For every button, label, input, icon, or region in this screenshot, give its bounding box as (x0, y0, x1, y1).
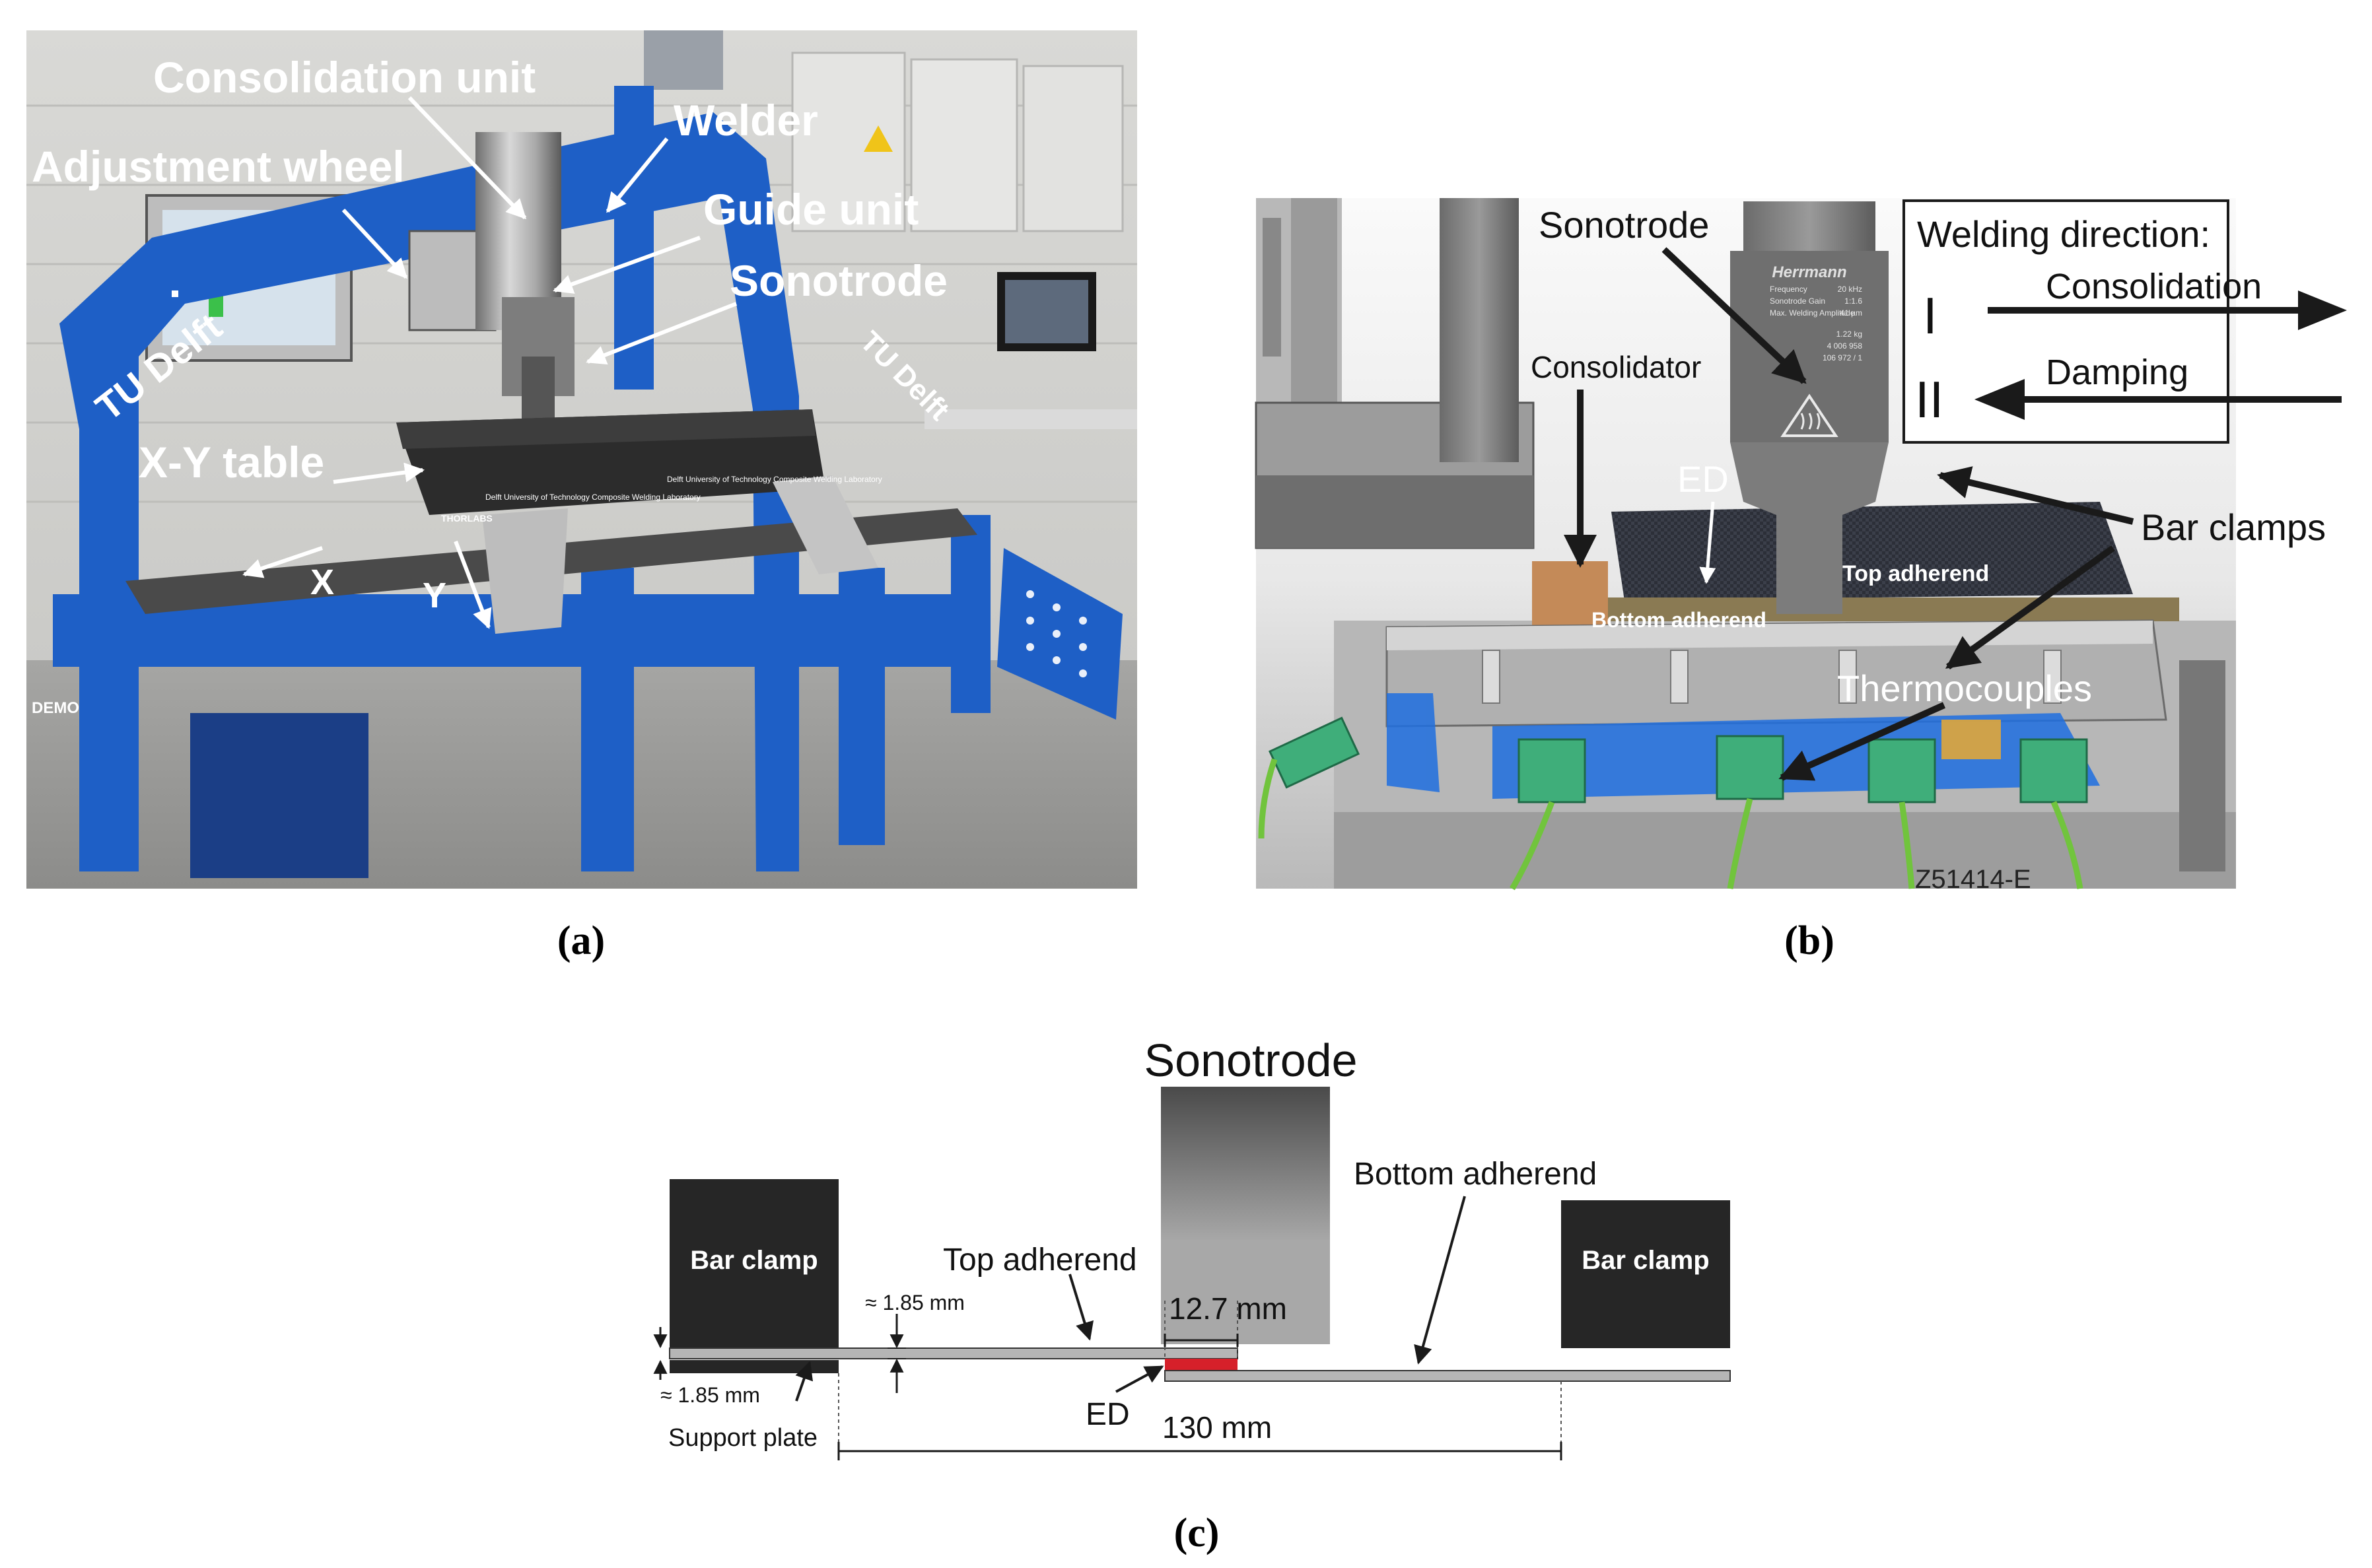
label-sonotrode-a: Sonotrode (730, 256, 948, 305)
plate-row-2-val: 1:1.6 (1844, 296, 1862, 306)
base-marking: Z51414-E (1915, 865, 2031, 894)
plate-row-5-val: 4 006 958 (1827, 341, 1863, 351)
label-thermocouples: Thermocouples (1837, 667, 2092, 709)
bar-clamp-right-block (1561, 1200, 1730, 1348)
label-top-adherend-b: Top adherend (1842, 561, 1989, 586)
label-sonotrode-width: 12.7 mm (1169, 1291, 1287, 1326)
hot-surface-icon (1780, 393, 1838, 437)
support-plate (670, 1360, 839, 1373)
label-guide-unit: Guide unit (703, 185, 919, 234)
panel-c-dimensions (653, 1196, 1562, 1460)
bar-clamp-left-block (670, 1179, 839, 1348)
label-x-axis: X (310, 562, 334, 602)
caption-b: (b) (1784, 918, 1834, 963)
label-consolidator: Consolidator (1531, 350, 1701, 384)
thermocouple-connectors (1268, 716, 2088, 803)
caption-a: (a) (557, 918, 605, 963)
label-ed-c: ED (1086, 1397, 1130, 1432)
plate-row-6-val: 106 972 / 1 (1823, 353, 1862, 362)
plate-row-4-val: 1.22 kg (1836, 329, 1862, 339)
energy-director (1165, 1359, 1238, 1371)
thorlabs-label: THORLABS (441, 513, 493, 524)
label-y-axis: Y (423, 576, 446, 615)
label-bottom-adherend-c: Bottom adherend (1354, 1157, 1597, 1192)
table-plate-text-2: Delft University of Technology Composite… (667, 475, 882, 484)
legend-row2-label: Damping (2046, 353, 2188, 392)
demo-badge: DEMO (32, 699, 79, 717)
label-xy-table: X-Y table (139, 438, 324, 487)
label-welder: Welder (674, 96, 818, 145)
label-consolidation-unit: Consolidation unit (153, 53, 536, 102)
label-thickness-top: ≈ 1.85 mm (865, 1291, 965, 1314)
welding-direction-legend: Welding direction: I Consolidation II Da… (1902, 199, 2347, 444)
legend-row2-numeral: II (1915, 370, 1943, 428)
sonotrode-brand: Herrmann (1772, 263, 1846, 281)
plate-row-3-key: Max. Welding Amplitude (1770, 308, 1855, 318)
label-span: 130 mm (1162, 1410, 1272, 1445)
plate-row-2-key: Sonotrode Gain (1770, 296, 1825, 306)
label-ed-b: ED (1677, 458, 1729, 500)
bottom-adherend-strip (1164, 1370, 1731, 1382)
label-bottom-adherend-b: Bottom adherend (1591, 608, 1766, 632)
legend-row1-numeral: I (1923, 287, 1937, 345)
sonotrode-block (1161, 1087, 1330, 1344)
panel-a-photo: TU Delft TU Delft Delft University of Te… (26, 30, 1137, 889)
ed-pointer-arrow (1699, 501, 1716, 584)
label-bar-clamp-left: Bar clamp (690, 1246, 818, 1275)
label-sonotrode-b: Sonotrode (1539, 204, 1709, 246)
top-adherend-strip (669, 1347, 1238, 1359)
legend-row1-label: Consolidation (2046, 267, 2262, 306)
panel-a-annotations (242, 96, 738, 629)
plate-row-1-val: 20 kHz (1838, 285, 1862, 294)
panel-b-annotations (1564, 247, 2134, 781)
label-bar-clamp-right: Bar clamp (1582, 1246, 1709, 1275)
label-thickness-bottom: ≈ 1.85 mm (660, 1383, 760, 1407)
table-plate-text-1: Delft University of Technology Composite… (485, 493, 701, 502)
legend-title: Welding direction: (1917, 213, 2210, 255)
panel-c-diagram (669, 1087, 1731, 1456)
label-top-adherend-c: Top adherend (943, 1243, 1137, 1278)
plate-row-1-key: Frequency (1770, 285, 1807, 294)
plate-row-3-val: 41 µm (1840, 308, 1862, 318)
label-support-plate: Support plate (668, 1424, 818, 1452)
label-adjustment-wheel: Adjustment wheel (32, 142, 405, 191)
label-sonotrode-c: Sonotrode (1144, 1035, 1357, 1086)
label-bar-clamps: Bar clamps (2141, 506, 2326, 548)
caption-c: (c) (1174, 1511, 1220, 1555)
